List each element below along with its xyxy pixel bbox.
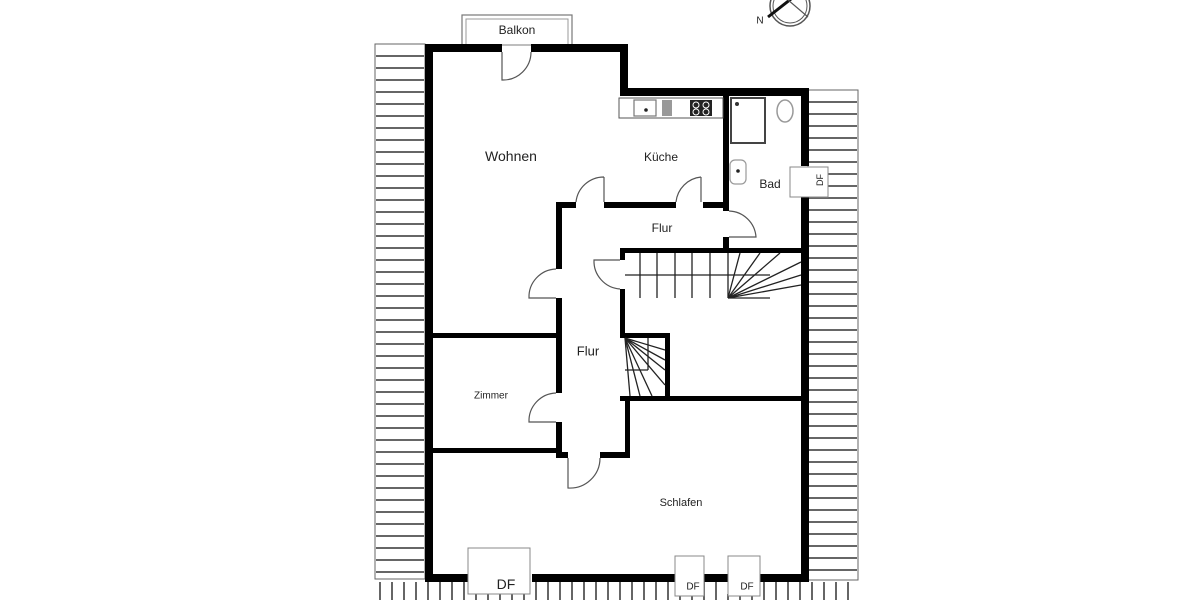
room-label-flur-top: Flur <box>651 221 673 235</box>
compass-north-label: N <box>756 15 764 27</box>
exterior-walls <box>425 44 809 582</box>
staircase-lower <box>624 337 666 397</box>
room-label-flur-mid: Flur <box>576 343 600 359</box>
room-label-schlafen: Schlafen <box>659 497 703 509</box>
roof-slope-left <box>374 43 426 580</box>
room-label-bad: Bad <box>759 177 781 191</box>
room-label-kueche: Küche <box>643 150 679 164</box>
doors <box>501 51 757 489</box>
compass-icon <box>767 0 811 27</box>
room-label-wohnen: Wohnen <box>485 148 537 164</box>
bathroom-fixtures <box>729 97 794 185</box>
roof-slope-bottom <box>379 582 849 600</box>
drainboard-icon <box>662 100 672 116</box>
interior-walls <box>425 96 809 458</box>
window-label-df-2: DF <box>740 581 754 593</box>
kitchen-counter <box>618 97 724 119</box>
toilet-icon <box>776 99 794 123</box>
dormer-windows <box>467 166 829 597</box>
window-label-df-1: DF <box>686 581 700 593</box>
stove-icon <box>690 100 712 116</box>
roof-slope-right <box>807 89 859 581</box>
sink-icon <box>633 99 657 117</box>
window-label-df-bad: DF <box>815 174 825 186</box>
room-label-balkon: Balkon <box>498 23 536 37</box>
balcony <box>461 14 573 46</box>
staircase-main <box>625 252 802 299</box>
window-label-df-large: DF <box>496 576 516 592</box>
room-label-zimmer: Zimmer <box>474 390 508 402</box>
